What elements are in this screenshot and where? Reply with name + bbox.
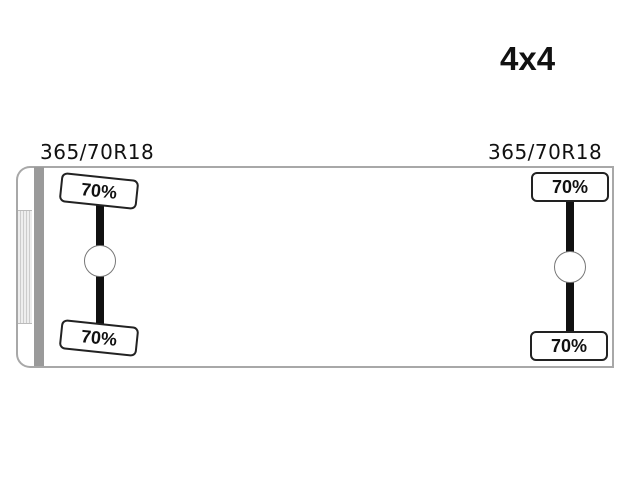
front-axle-tire-size: 365/70R18 <box>40 140 155 164</box>
rear-axle-tire-size: 365/70R18 <box>488 140 603 164</box>
rear-left-tire[interactable]: 70% <box>531 172 609 202</box>
vehicle-chassis <box>44 166 614 368</box>
front-axle-hub <box>84 245 116 277</box>
rear-right-tire[interactable]: 70% <box>530 331 608 361</box>
drive-type-title: 4x4 <box>500 40 556 77</box>
cab-grille <box>18 210 32 324</box>
rear-axle-hub <box>554 251 586 283</box>
cab-divider <box>34 167 44 366</box>
